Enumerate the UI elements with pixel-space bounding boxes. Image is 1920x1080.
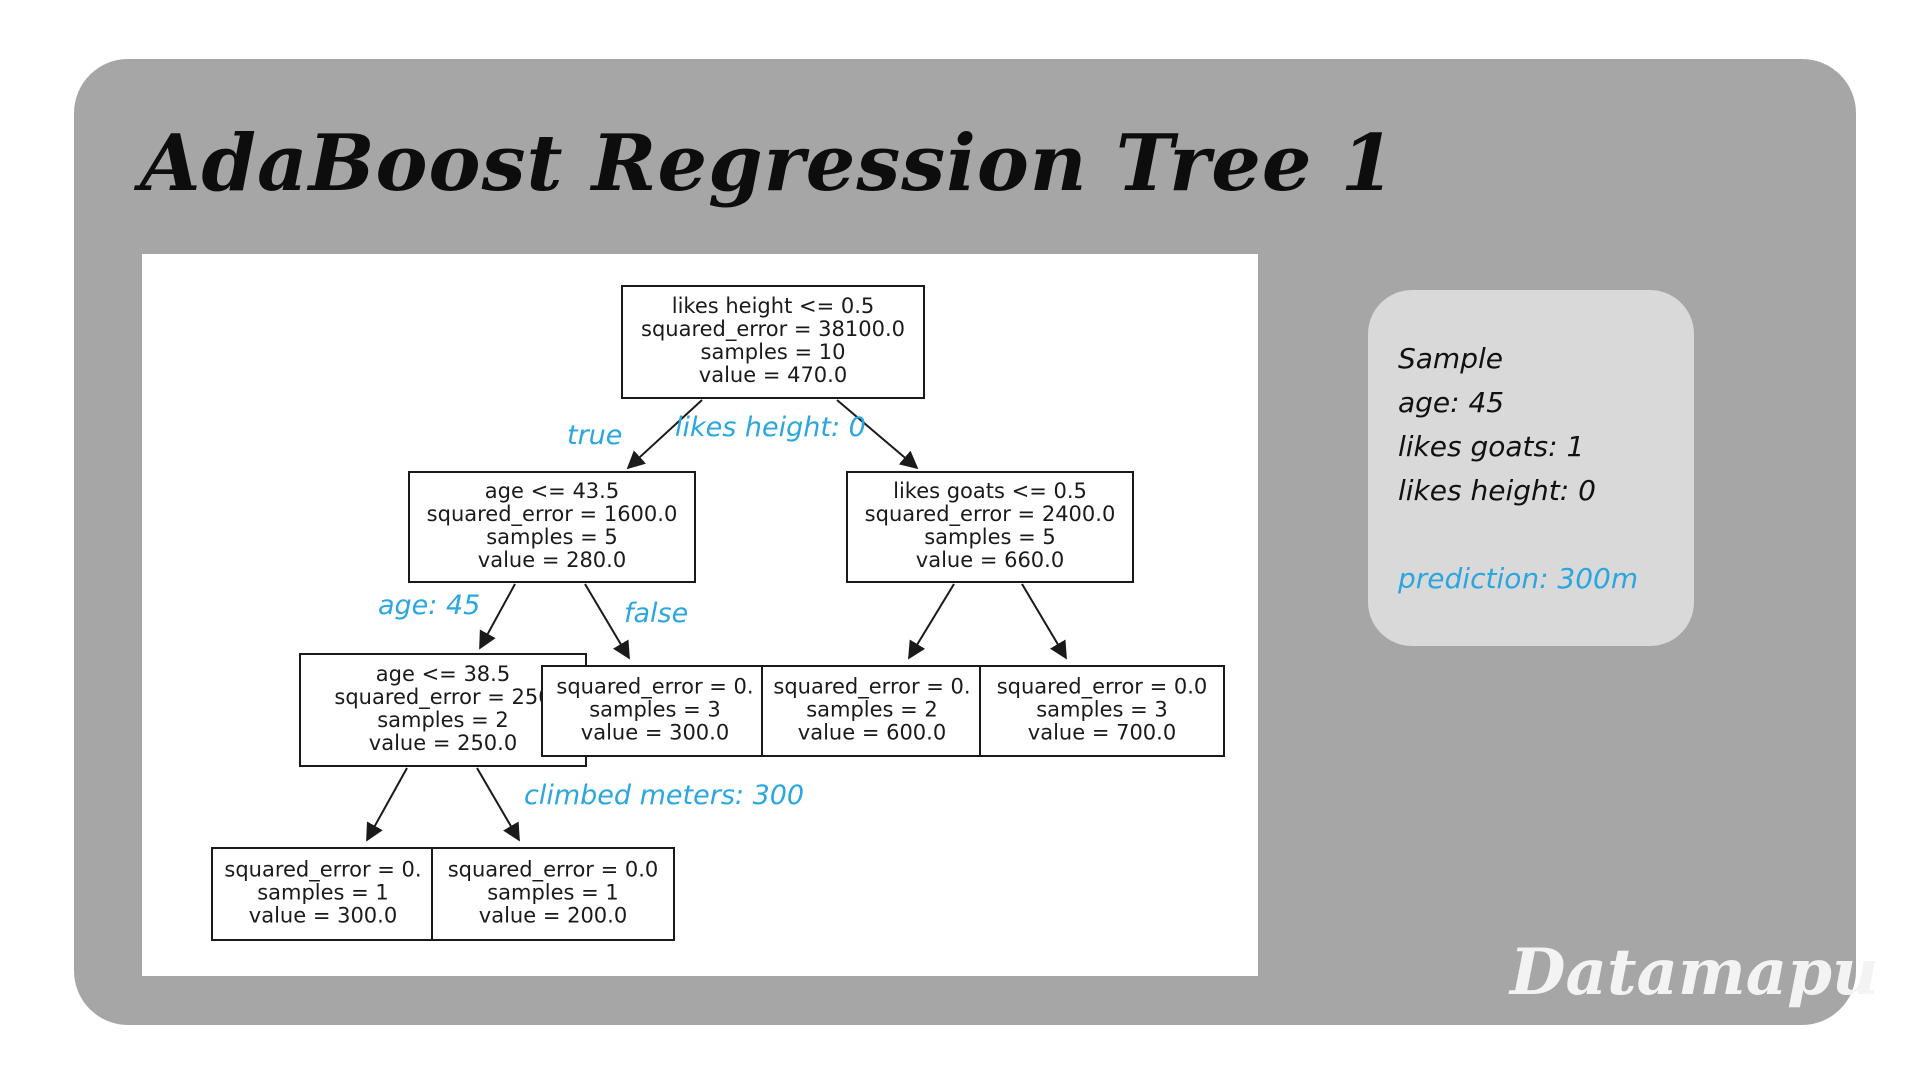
- tree-node-line: samples = 2: [806, 698, 938, 722]
- slide-title: AdaBoost Regression Tree 1: [140, 118, 1396, 209]
- sample-likes-goats: likes goats: 1: [1398, 430, 1585, 463]
- tree-node-line: squared_error = 0.0: [448, 858, 659, 883]
- edge-root-n1: [626, 399, 703, 470]
- brand-logo-text: Datamapu: [1510, 935, 1879, 1010]
- edge-n1-n4: [584, 583, 630, 660]
- tree-node-line: age <= 43.5: [485, 479, 619, 503]
- tree-node-line: value = 700.0: [1028, 721, 1176, 745]
- tree-node-line: samples = 5: [924, 525, 1056, 549]
- annotation-likes-height: likes height: 0: [675, 412, 866, 443]
- tree-node-line: value = 300.0: [581, 721, 729, 745]
- tree-node-line: squared_error = 250: [334, 685, 551, 710]
- edge-n3-n8: [476, 767, 520, 842]
- tree-node-box: [979, 665, 1225, 757]
- tree-node-line: value = 280.0: [478, 548, 626, 572]
- tree-node-line: value = 300.0: [249, 904, 397, 928]
- tree-node-line: samples = 1: [257, 881, 389, 905]
- annotation-false: false: [624, 598, 688, 629]
- tree-node-line: squared_error = 2400.0: [865, 502, 1116, 527]
- tree-node-line: squared_error = 1600.0: [427, 502, 678, 527]
- tree-node-line: samples = 5: [486, 525, 618, 549]
- tree-node-box: [761, 665, 983, 757]
- tree-node-box: [299, 653, 587, 767]
- tree-node-box: [431, 847, 675, 941]
- edge-n2-n6: [1021, 583, 1067, 660]
- annotation-climbed-meters: climbed meters: 300: [524, 780, 804, 811]
- edge-n3-n7: [366, 767, 408, 842]
- tree-node-line: likes height <= 0.5: [672, 294, 875, 318]
- tree-node-line: squared_error = 0.: [773, 675, 970, 700]
- tree-node-box: [846, 471, 1134, 583]
- tree-node-line: squared_error = 38100.0: [641, 317, 905, 342]
- tree-node-line: value = 470.0: [699, 363, 847, 387]
- tree-node-box: [211, 847, 435, 941]
- tree-node-line: squared_error = 0.0: [997, 675, 1208, 700]
- tree-node-line: samples = 2: [377, 708, 509, 732]
- tree-node-line: likes goats <= 0.5: [893, 479, 1087, 503]
- tree-node-line: value = 600.0: [798, 721, 946, 745]
- edge-n2-n5: [908, 583, 955, 660]
- tree-node-line: value = 200.0: [479, 904, 627, 928]
- sample-heading: Sample: [1398, 342, 1503, 375]
- sample-likes-height: likes height: 0: [1398, 474, 1596, 507]
- annotation-true: true: [567, 420, 622, 451]
- tree-node-line: samples = 10: [701, 340, 846, 364]
- tree-node-line: squared_error = 0.: [556, 675, 753, 700]
- tree-node-box: [408, 471, 696, 583]
- edge-root-n2: [836, 399, 919, 470]
- tree-node-line: squared_error = 0.: [224, 858, 421, 883]
- sample-prediction: prediction: 300m: [1398, 562, 1639, 595]
- tree-node-line: age <= 38.5: [376, 662, 510, 686]
- tree-node-line: samples = 3: [1036, 698, 1168, 722]
- tree-node-line: samples = 3: [589, 698, 721, 722]
- tree-node-line: samples = 1: [487, 881, 619, 905]
- annotation-age: age: 45: [378, 590, 480, 621]
- sample-card: Sample age: 45 likes goats: 1 likes heig…: [1368, 290, 1694, 646]
- tree-node-box: [621, 285, 925, 399]
- edge-n1-n3: [479, 583, 516, 650]
- tree-node-line: value = 250.0: [369, 731, 517, 755]
- tree-node-line: value = 660.0: [916, 548, 1064, 572]
- sample-age: age: 45: [1398, 386, 1505, 419]
